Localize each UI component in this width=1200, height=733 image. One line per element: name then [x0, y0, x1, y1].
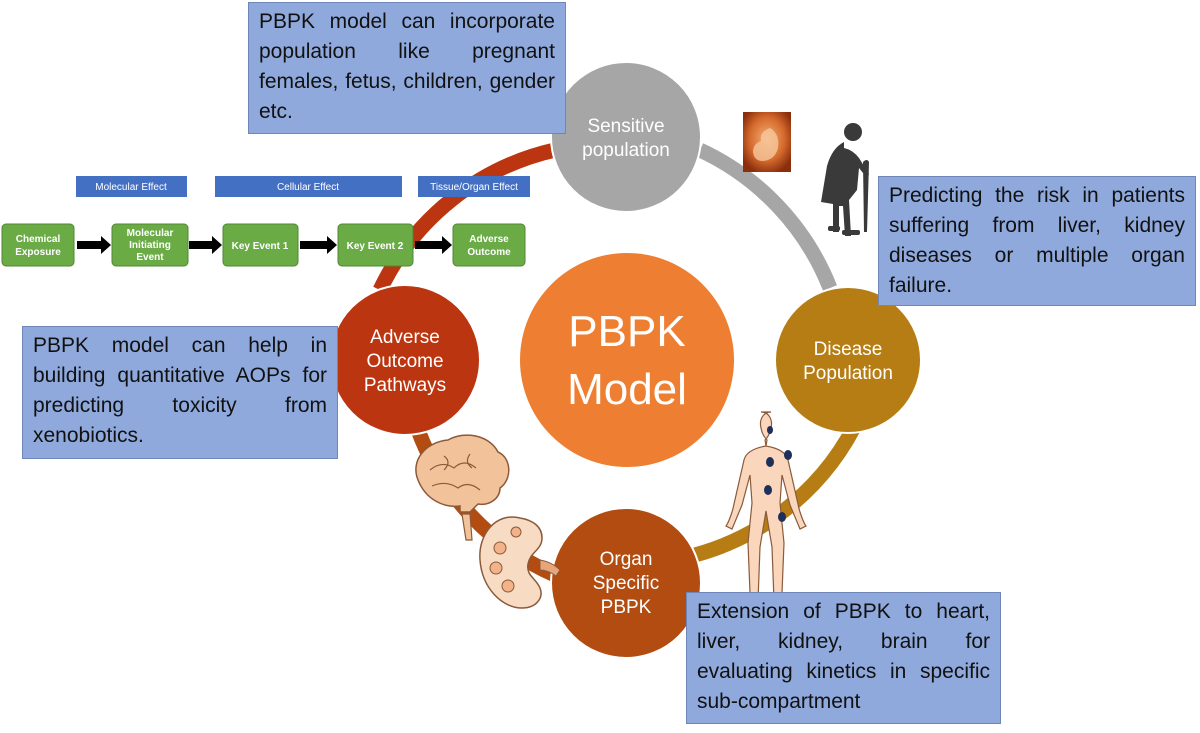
svg-text:Molecular: Molecular [127, 228, 174, 239]
fetus-image [743, 112, 791, 172]
sensitive-population-node [550, 61, 702, 213]
disease-population-node [774, 286, 922, 434]
svg-text:Molecular Effect: Molecular Effect [95, 182, 167, 193]
aop-arrow-4 [415, 236, 452, 254]
aop-node-line3: Pathways [364, 375, 446, 396]
svg-text:Key Event 1: Key Event 1 [232, 241, 289, 252]
note-organ-specific-pbpk: Extension of PBPK to heart, liver, kidne… [686, 592, 1001, 724]
pbpk-center-circle [520, 253, 734, 467]
organ-specific-pbpk-node [550, 507, 702, 659]
svg-text:Cellular Effect: Cellular Effect [277, 182, 339, 193]
brain-icon [415, 434, 510, 541]
svg-text:Initiating: Initiating [129, 240, 171, 251]
aop-arrow-3 [300, 236, 337, 254]
svg-text:Adverse: Adverse [469, 234, 509, 245]
svg-text:Exposure: Exposure [15, 247, 61, 258]
aop-step-chemical-exposure: Chemical Exposure [1, 223, 75, 267]
aop-level-label-cellular: Cellular Effect [215, 176, 402, 197]
organ-node-line1: Organ [600, 549, 653, 570]
organ-node-line3: PBPK [601, 597, 652, 618]
disease-node-line2: Population [803, 363, 893, 384]
aop-level-label-tissue-organ: Tissue/Organ Effect [418, 176, 530, 197]
svg-text:Key Event 2: Key Event 2 [347, 241, 404, 252]
svg-text:Event: Event [136, 252, 164, 263]
note-adverse-outcome-pathways: PBPK model can help in building quantita… [22, 326, 338, 459]
aop-arrow-2 [189, 236, 222, 254]
note-sensitive-population: PBPK model can incorporate population li… [248, 2, 566, 134]
sensitive-node-line1: Sensitive [587, 116, 664, 137]
aop-step-adverse-outcome: Adverse Outcome [452, 223, 526, 267]
human-body-icon [725, 411, 807, 602]
ring-arc-aop-sensitive [373, 142, 557, 294]
svg-text:Chemical: Chemical [16, 234, 61, 245]
aop-step-key-event-1: Key Event 1 [222, 223, 299, 267]
center-title-line1: PBPK [568, 307, 685, 356]
aop-node-line2: Outcome [366, 351, 443, 372]
center-title-line2: Model [567, 365, 687, 414]
aop-level-label-molecular: Molecular Effect [76, 176, 187, 197]
elderly-person-icon [821, 123, 869, 236]
aop-step-key-event-2: Key Event 2 [337, 223, 414, 267]
sensitive-node-line2: population [582, 140, 670, 161]
aop-step-molecular-initiating-event: Molecular Initiating Event [111, 223, 189, 267]
disease-node-line1: Disease [814, 339, 883, 360]
svg-text:Outcome: Outcome [467, 247, 511, 258]
svg-text:Tissue/Organ Effect: Tissue/Organ Effect [430, 182, 518, 193]
aop-arrow-1 [77, 236, 111, 254]
aop-node-line1: Adverse [370, 327, 440, 348]
kidney-icon [479, 516, 561, 609]
note-disease-population: Predicting the risk in patients sufferin… [878, 176, 1196, 306]
organ-node-line2: Specific [593, 573, 660, 594]
ring-arc-sensitive-disease [696, 143, 837, 291]
